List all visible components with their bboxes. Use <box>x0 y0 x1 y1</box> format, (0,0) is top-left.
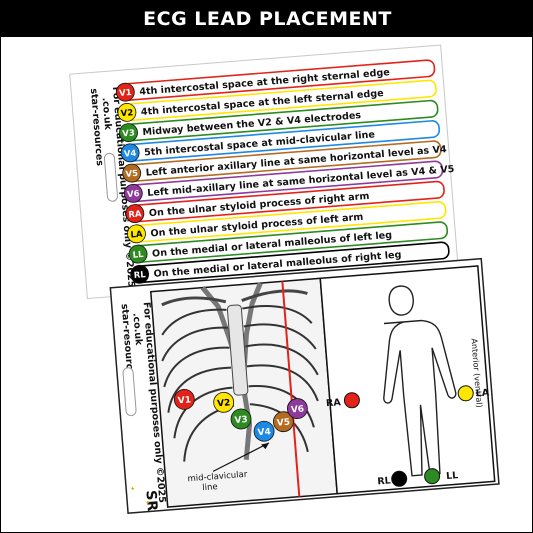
electrode-label: LL <box>446 470 459 482</box>
lead-badge-label: V3 <box>122 128 135 139</box>
lead-badge-label: V5 <box>125 169 138 180</box>
limb-electrode-ll: LL <box>424 468 459 485</box>
electrode-label: RL <box>377 475 391 487</box>
electrode-icon <box>286 398 308 419</box>
electrode-label: V2 <box>217 398 231 409</box>
lead-badge-icon <box>117 102 137 122</box>
lead-badge-label: RL <box>133 270 146 281</box>
electrode-icon <box>213 391 235 413</box>
lead-badge-label: LL <box>132 250 144 261</box>
logo-text: SR <box>142 490 160 512</box>
electrode-label: V5 <box>277 418 291 429</box>
limb-electrode-ra: RA <box>326 392 360 409</box>
electrode-label: RA <box>326 397 342 409</box>
lead-badge-label: V6 <box>127 189 140 200</box>
lead-badge-label: LA <box>130 230 143 241</box>
electrode-label: V4 <box>257 427 271 438</box>
brand-domain: .co.uk <box>130 312 144 346</box>
lead-badge-label: V2 <box>120 108 133 119</box>
lead-badge-icon <box>122 163 142 183</box>
midclavicular-label-line: line <box>202 482 218 493</box>
svg-text:✦: ✦ <box>130 486 136 493</box>
lead-badge-icon <box>125 204 145 223</box>
lead-badge-label: V4 <box>124 149 137 160</box>
logo: ✦ SR ✦ <box>130 486 160 512</box>
electrode-icon <box>253 420 275 442</box>
lead-badge-icon <box>130 264 150 284</box>
lead-badge-icon <box>119 123 138 143</box>
chest-electrode-v1: V1 <box>173 388 195 410</box>
brand-domain: .co.uk <box>100 97 114 131</box>
limb-electrode-rl: RL <box>377 470 408 487</box>
electrode-label: V6 <box>291 405 305 416</box>
electrode-icon <box>424 468 441 485</box>
lead-badge-label: V1 <box>119 88 132 99</box>
electrode-icon <box>230 408 252 430</box>
limb-electrodes: RA LA RL LL <box>326 385 490 487</box>
lanyard-slot <box>103 152 118 202</box>
limb-electrode-la: LA <box>457 385 490 402</box>
lead-badge-icon <box>128 244 148 264</box>
midclavicular-label: mid-clavicular <box>187 470 248 485</box>
electrode-icon <box>173 388 195 410</box>
electrode-icon <box>457 385 474 402</box>
svg-text:✦: ✦ <box>145 499 151 506</box>
chest-electrode-v6: V6 <box>286 398 308 419</box>
chest-electrode-v2: V2 <box>213 391 235 413</box>
chest-electrode-v3: V3 <box>230 408 252 430</box>
lead-badge-icon <box>123 183 143 203</box>
lead-badge-icon <box>115 82 135 102</box>
chest-electrode-v5: V5 <box>272 411 294 433</box>
electrode-icon <box>343 392 360 409</box>
body-outline-icon <box>383 285 457 477</box>
lead-badge-label: RA <box>128 209 142 220</box>
electrode-label: V3 <box>234 415 248 426</box>
electrode-icon <box>272 411 294 433</box>
electrode-label: V1 <box>177 395 191 406</box>
lead-badge-icon <box>120 143 140 163</box>
lanyard-slot <box>122 367 137 417</box>
page-title: ECG LEAD PLACEMENT <box>1 1 532 37</box>
midclavicular-line <box>281 281 301 497</box>
electrode-label: LA <box>475 387 490 399</box>
lead-badge-icon <box>127 224 146 244</box>
chest-electrode-v4: V4 <box>253 420 275 442</box>
electrode-icon <box>391 470 408 487</box>
